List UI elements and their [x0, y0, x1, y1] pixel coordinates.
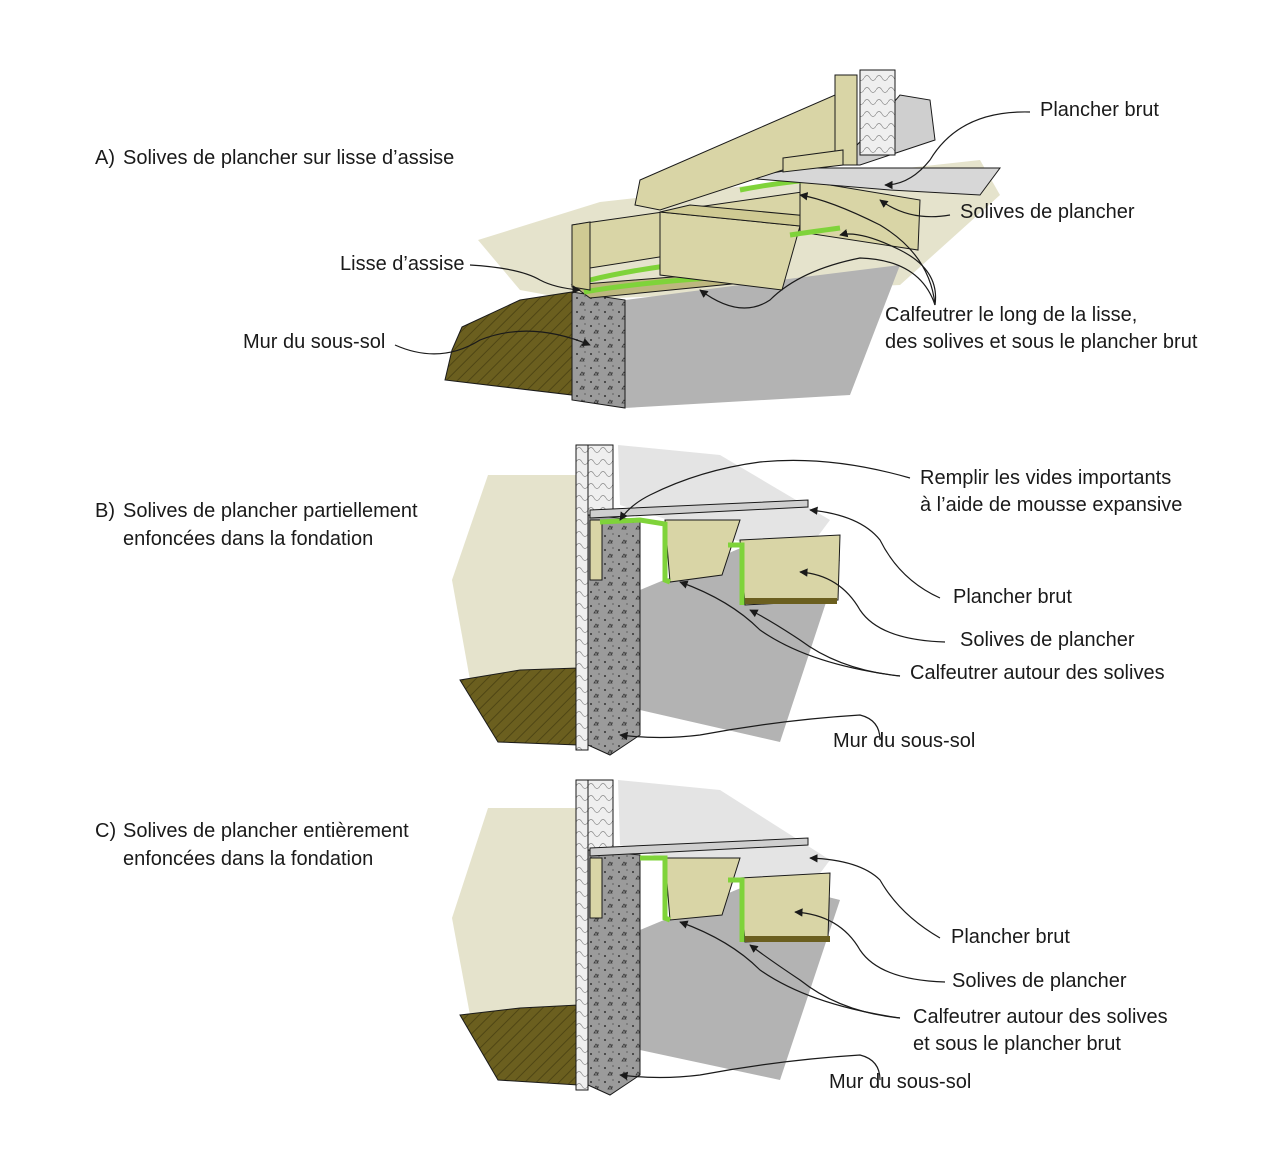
leader-c-caulk2 [749, 944, 901, 1019]
label-c-caulk-line2: et sous le plancher brut [913, 1033, 1121, 1055]
section-b-title-line2: enfoncées dans la fondation [123, 528, 374, 550]
joist-b1 [664, 519, 741, 583]
label-b-subfloor: Plancher brut [953, 586, 1072, 608]
caulk-b2 [728, 542, 745, 605]
leader-c-subfloor [809, 854, 941, 939]
sheathing-b [575, 444, 589, 751]
leader-a-wall [394, 330, 591, 355]
section-b-illustration [452, 444, 841, 756]
section-b-letter: B) [95, 500, 115, 522]
section-c-title-line2: enfoncées dans la fondation [123, 848, 374, 870]
soil-a [444, 291, 573, 396]
leader-b-joists [799, 568, 946, 643]
label-c-caulk: Calfeutrer autour des solives et sous le… [913, 1004, 1168, 1058]
label-a-subfloor: Plancher brut [1040, 99, 1159, 121]
leader-a-caulk1 [839, 229, 937, 306]
label-b-foam-line2: à l’aide de mousse expansive [920, 494, 1183, 516]
section-b-title: B) Solives de plancher partiellement enfo… [95, 497, 418, 553]
insulation-b [587, 444, 614, 516]
plate-c [589, 857, 603, 919]
leader-lines [394, 111, 1031, 1081]
leader-b-subfloor [809, 506, 941, 599]
wall-sheathing-a [859, 69, 896, 156]
joist-b2-bottom [745, 598, 837, 604]
section-c-letter: C) [95, 820, 117, 842]
label-c-wall: Mur du sous-sol [829, 1071, 972, 1093]
leader-a-caulk3 [699, 257, 936, 309]
basement-floor-a [625, 265, 900, 408]
label-b-foam: Remplir les vides importants à l’aide de… [920, 465, 1182, 519]
section-a-letter: A) [95, 147, 115, 169]
label-a-caulk: Calfeutrer le long de la lisse, des soli… [885, 302, 1197, 356]
label-a-joists: Solives de plancher [960, 201, 1135, 223]
insulation-c [587, 779, 614, 851]
leader-a-sill [469, 264, 581, 294]
joist-b2 [739, 534, 841, 606]
joist-c2 [739, 872, 831, 943]
subfloor-b [589, 499, 809, 519]
section-a-title-line1: Solives de plancher sur lisse d’assise [123, 147, 455, 169]
section-a-illustration [444, 69, 1001, 409]
ground-backdrop-b [452, 475, 578, 680]
plate-b [589, 519, 603, 581]
label-b-caulk: Calfeutrer autour des solives [910, 662, 1165, 684]
caulk-joist-a2 [789, 225, 841, 238]
joist-c2-bottom [745, 936, 830, 942]
leader-b-wall [619, 714, 881, 741]
leader-a-subfloor [884, 111, 1031, 190]
foundation-wall-a [571, 291, 626, 409]
sheathing-c [575, 779, 589, 1091]
soil-c [459, 1004, 579, 1086]
leader-b-caulk1 [679, 580, 901, 677]
block-a [782, 149, 844, 173]
label-a-wall: Mur du sous-sol [243, 331, 386, 353]
soil-b [459, 667, 579, 746]
label-b-foam-line1: Remplir les vides importants [920, 467, 1172, 489]
ground-backdrop-c [452, 808, 578, 1015]
stud-a [834, 74, 858, 166]
section-b-title-line1: Solives de plancher partiellement [123, 500, 418, 522]
joist-c1 [664, 857, 741, 921]
caulk-c [640, 855, 671, 923]
section-c-title: C) Solives de plancher entièrement enfonc… [95, 817, 409, 873]
section-c-title-line1: Solives de plancher entièrement [123, 820, 409, 842]
leader-c-joists [794, 908, 946, 983]
section-a-title: A) Solives de plancher sur lisse d’assise [95, 144, 454, 172]
label-c-subfloor: Plancher brut [951, 926, 1070, 948]
label-c-joists: Solives de plancher [952, 970, 1127, 992]
leader-b-foam [619, 459, 911, 521]
label-a-sill: Lisse d’assise [340, 253, 465, 275]
subfloor-c [589, 837, 809, 857]
leader-a-caulk2 [799, 192, 936, 306]
label-b-wall: Mur du sous-sol [833, 730, 976, 752]
caulk-c2 [728, 877, 745, 942]
leader-a-joists [879, 199, 951, 218]
section-c-illustration [452, 779, 840, 1096]
interior-backdrop-b [618, 445, 830, 560]
interior-backdrop-c [618, 780, 830, 900]
label-a-caulk-line2: des solives et sous le plancher brut [885, 331, 1198, 353]
label-b-joists: Solives de plancher [960, 629, 1135, 651]
joist-end-a [571, 221, 591, 291]
label-a-caulk-line1: Calfeutrer le long de la lisse, [885, 304, 1138, 326]
label-c-caulk-line1: Calfeutrer autour des solives [913, 1006, 1168, 1028]
leader-c-wall [619, 1054, 881, 1081]
leader-b-caulk2 [749, 609, 901, 677]
